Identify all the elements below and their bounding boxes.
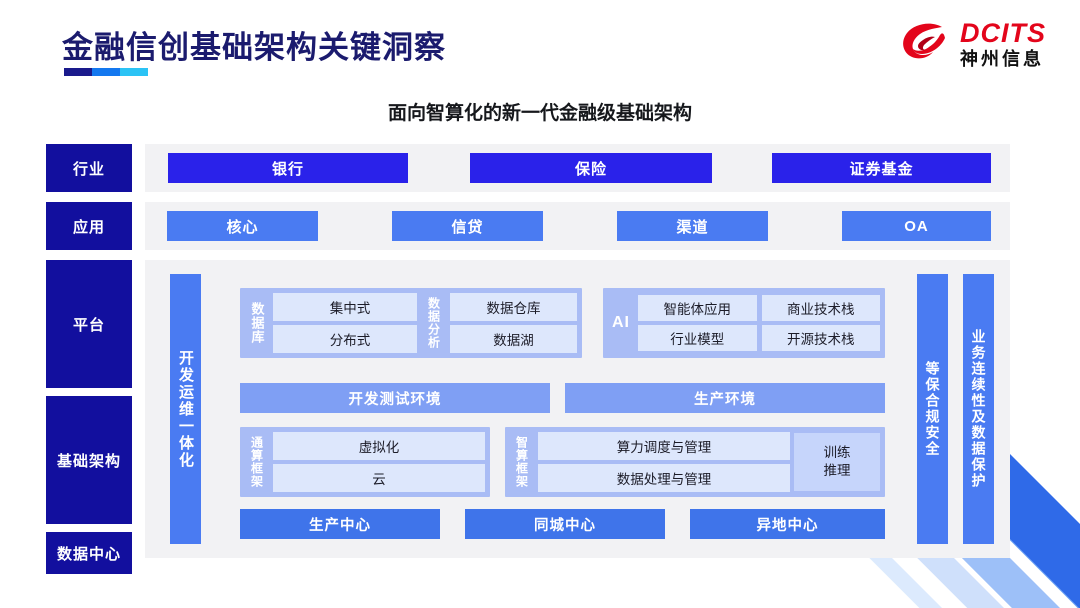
group-general-compute-framework[interactable]: 通算框架 虚拟化 云 [240, 427, 490, 497]
cell-cloud[interactable]: 云 [273, 464, 485, 492]
cell-ai-commercial-stack[interactable]: 商业技术栈 [761, 295, 880, 321]
title-underline-rule [64, 68, 148, 76]
panel-platform-infrastructure: 开发运维一体化 数据库 集中式 分布式 数据分析 数据仓库 数据湖 AI 智能体… [145, 260, 1010, 558]
vertical-bar-compliance-security[interactable]: 等保合规安全 [917, 274, 948, 544]
chip-industry-bank[interactable]: 银行 [168, 153, 408, 183]
panel-industry: 银行 保险 证券基金 [145, 144, 1010, 192]
chip-industry-securities-fund[interactable]: 证券基金 [772, 153, 991, 183]
row-label-industry: 行业 [46, 144, 132, 192]
chip-app-credit[interactable]: 信贷 [392, 211, 543, 241]
env-bar-dev-test[interactable]: 开发测试环境 [240, 383, 550, 413]
group-data-analysis[interactable]: 数据分析 数据仓库 数据湖 [417, 288, 582, 358]
cell-ai-agent-application[interactable]: 智能体应用 [638, 295, 757, 321]
company-logo: DCITS 神州信息 [899, 18, 1046, 70]
cell-data-processing[interactable]: 数据处理与管理 [538, 464, 790, 492]
row-label-application: 应用 [46, 202, 132, 250]
dc-bar-production-center[interactable]: 生产中心 [240, 509, 440, 539]
chip-industry-insurance[interactable]: 保险 [470, 153, 712, 183]
dc-bar-metro-center[interactable]: 同城中心 [465, 509, 665, 539]
row-label-infrastructure: 基础架构 [46, 396, 132, 524]
cell-ai-industry-model[interactable]: 行业模型 [638, 325, 757, 351]
cell-virtualization[interactable]: 虚拟化 [273, 432, 485, 460]
vertical-bar-devops[interactable]: 开发运维一体化 [170, 274, 201, 544]
dcits-swirl-icon [899, 18, 951, 70]
cell-data-warehouse[interactable]: 数据仓库 [450, 293, 577, 321]
cell-database-centralized[interactable]: 集中式 [273, 293, 427, 321]
logo-text-cn: 神州信息 [960, 49, 1044, 69]
box-training-inference[interactable]: 训练 推理 [794, 433, 880, 491]
group-intelligent-compute-framework[interactable]: 智算框架 算力调度与管理 数据处理与管理 训练 推理 [505, 427, 885, 497]
group-label-intelligent-compute: 智算框架 [514, 436, 529, 488]
logo-text-en: DCITS [960, 18, 1046, 48]
cell-compute-scheduling[interactable]: 算力调度与管理 [538, 432, 790, 460]
env-bar-production[interactable]: 生产环境 [565, 383, 885, 413]
group-database[interactable]: 数据库 集中式 分布式 [240, 288, 432, 358]
rule-segment-navy [64, 68, 92, 76]
row-label-datacenter: 数据中心 [46, 532, 132, 574]
label-training: 训练 [823, 444, 851, 460]
group-ai[interactable]: AI 智能体应用 商业技术栈 行业模型 开源技术栈 [603, 288, 885, 358]
chip-app-oa[interactable]: OA [842, 211, 991, 241]
page-title: 金融信创基础架构关键洞察 [62, 30, 446, 65]
vertical-bar-business-continuity[interactable]: 业务连续性及数据保护 [963, 274, 994, 544]
group-label-general-compute: 通算框架 [249, 436, 264, 488]
cell-ai-opensource-stack[interactable]: 开源技术栈 [761, 325, 880, 351]
rule-segment-cyan [120, 68, 148, 76]
chip-app-core[interactable]: 核心 [167, 211, 318, 241]
rule-segment-blue [92, 68, 120, 76]
diagram-subtitle: 面向智算化的新一代金融级基础架构 [387, 103, 692, 124]
page-header: 金融信创基础架构关键洞察 DCITS 神州信息 [0, 0, 1080, 90]
chip-app-channel[interactable]: 渠道 [617, 211, 768, 241]
row-label-platform: 平台 [46, 260, 132, 388]
panel-application: 核心 信贷 渠道 OA [145, 202, 1010, 250]
group-label-data-analysis: 数据分析 [426, 297, 441, 349]
dc-bar-remote-center[interactable]: 异地中心 [690, 509, 885, 539]
group-label-database: 数据库 [249, 302, 265, 344]
label-inference: 推理 [823, 463, 851, 478]
cell-database-distributed[interactable]: 分布式 [273, 325, 427, 353]
cell-data-lake[interactable]: 数据湖 [450, 325, 577, 353]
group-label-ai: AI [612, 314, 630, 331]
